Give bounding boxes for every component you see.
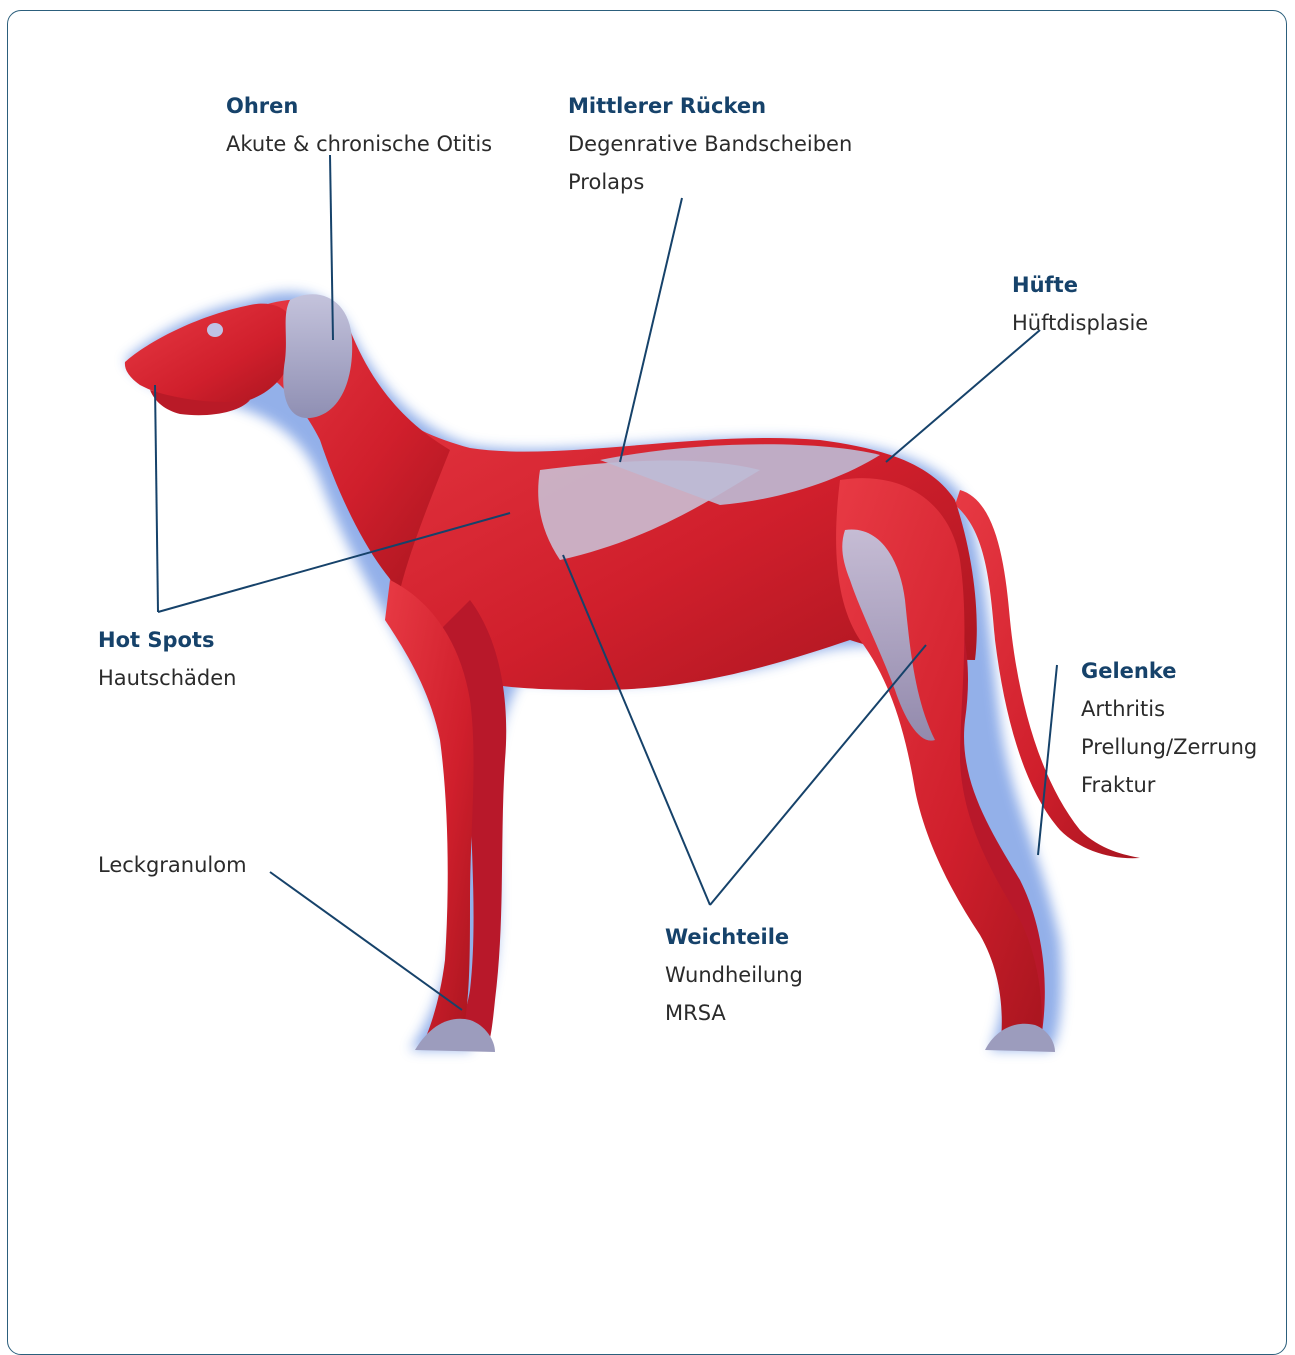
callout-weichteile-line-2: MRSA xyxy=(665,994,803,1032)
callout-huefte-title: Hüfte xyxy=(1012,266,1148,304)
callout-weichteile-title: Weichteile xyxy=(665,918,803,956)
callout-hotspots-title: Hot Spots xyxy=(98,621,236,659)
callout-gelenke: Gelenke Arthritis Prellung/Zerrung Frakt… xyxy=(1081,652,1257,804)
callout-gelenke-title: Gelenke xyxy=(1081,652,1257,690)
callout-weichteile-line-1: Wundheilung xyxy=(665,956,803,994)
callout-leck-line-1: Leckgranulom xyxy=(98,846,247,884)
leader-huefte xyxy=(886,330,1040,462)
callout-ruecken: Mittlerer Rücken Degenrative Bandscheibe… xyxy=(568,87,852,201)
callout-huefte-line-1: Hüftdisplasie xyxy=(1012,304,1148,342)
callout-ohren-line-1: Akute & chronische Otitis xyxy=(226,125,492,163)
callout-ohren: Ohren Akute & chronische Otitis xyxy=(226,87,492,163)
callout-weichteile: Weichteile Wundheilung MRSA xyxy=(665,918,803,1032)
callout-hotspots: Hot Spots Hautschäden xyxy=(98,621,236,697)
leader-weichteile-b xyxy=(710,645,926,905)
callout-ohren-title: Ohren xyxy=(226,87,492,125)
leader-hotspots-a xyxy=(155,385,158,612)
leader-leck xyxy=(270,872,462,1010)
callout-ruecken-line-2: Prolaps xyxy=(568,163,852,201)
callout-gelenke-line-1: Arthritis xyxy=(1081,690,1257,728)
callout-ruecken-title: Mittlerer Rücken xyxy=(568,87,852,125)
callout-huefte: Hüfte Hüftdisplasie xyxy=(1012,266,1148,342)
callout-hotspots-line-1: Hautschäden xyxy=(98,659,236,697)
callout-ruecken-line-1: Degenrative Bandscheiben xyxy=(568,125,852,163)
callout-gelenke-line-3: Fraktur xyxy=(1081,766,1257,804)
callout-leckgranulom: Leckgranulom xyxy=(98,846,247,884)
callout-gelenke-line-2: Prellung/Zerrung xyxy=(1081,728,1257,766)
leader-ruecken xyxy=(620,198,682,462)
eye xyxy=(207,323,223,337)
